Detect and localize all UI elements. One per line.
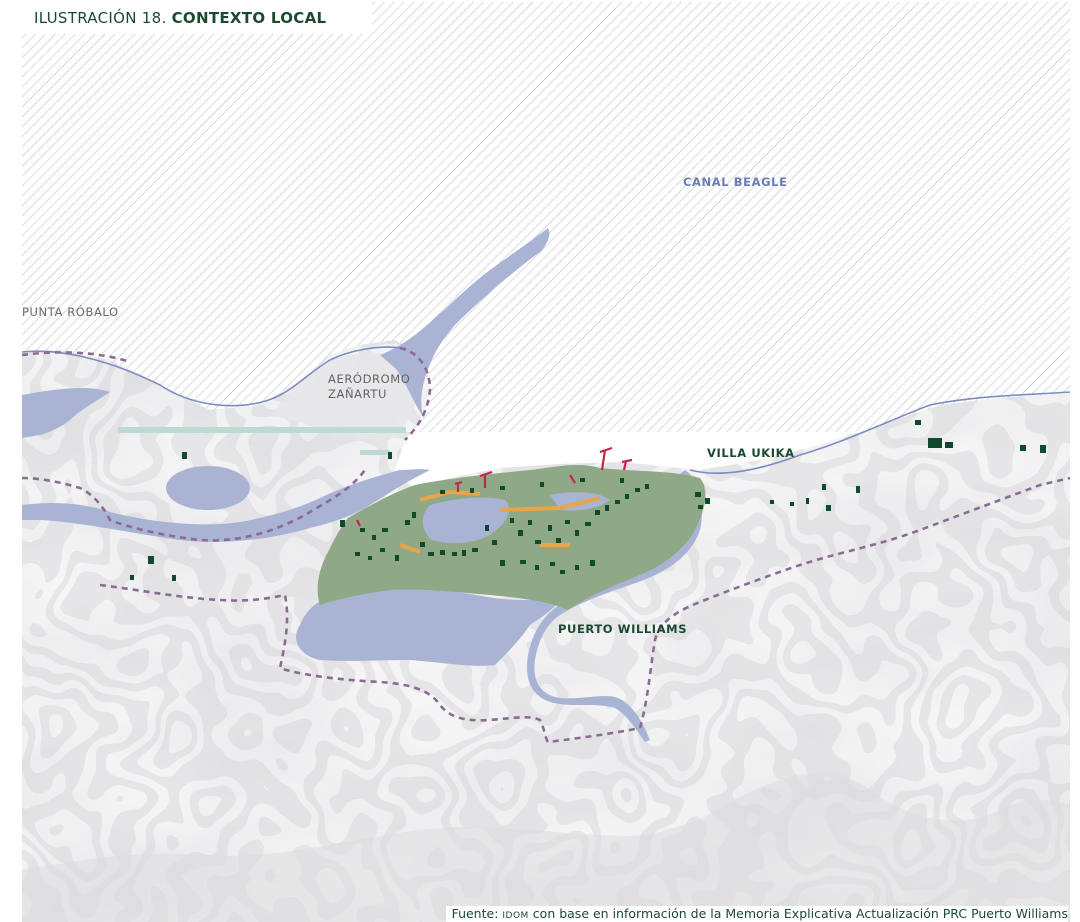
sea-area bbox=[22, 2, 1070, 432]
docks bbox=[356, 446, 633, 527]
town-roads bbox=[399, 489, 601, 554]
mountain-shading bbox=[22, 773, 1070, 922]
label-canal-beagle: CANAL BEAGLE bbox=[683, 175, 788, 189]
label-aerodromo-line2: ZAÑARTU bbox=[328, 387, 388, 401]
limit-line bbox=[21, 346, 1071, 744]
peninsula bbox=[270, 352, 420, 440]
source-prefix: Fuente: bbox=[451, 906, 503, 921]
source-note: Fuente: idom con base en información de … bbox=[445, 906, 1068, 922]
buildings bbox=[130, 420, 1046, 581]
label-villa-ukika: VILLA UKIKA bbox=[707, 446, 795, 460]
label-aerodromo: AERÓDROMO ZAÑARTU bbox=[328, 372, 410, 402]
label-punta-robalo: PUNTA RÓBALO bbox=[22, 305, 119, 319]
coastline bbox=[21, 346, 1071, 474]
figure-caption: ILUSTRACIÓN 18. CONTEXTO LOCAL bbox=[0, 0, 372, 34]
source-org: idom bbox=[502, 906, 529, 921]
source-text: con base en información de la Memoria Ex… bbox=[528, 906, 1068, 921]
caption-title: CONTEXTO LOCAL bbox=[171, 9, 327, 27]
label-aerodromo-line1: AERÓDROMO bbox=[328, 372, 411, 386]
label-puerto-williams: PUERTO WILLIAMS bbox=[558, 622, 688, 636]
runway bbox=[118, 427, 406, 455]
town-pond bbox=[422, 497, 510, 544]
urban-area bbox=[317, 464, 706, 610]
caption-prefix: ILUSTRACIÓN 18. bbox=[34, 9, 172, 27]
